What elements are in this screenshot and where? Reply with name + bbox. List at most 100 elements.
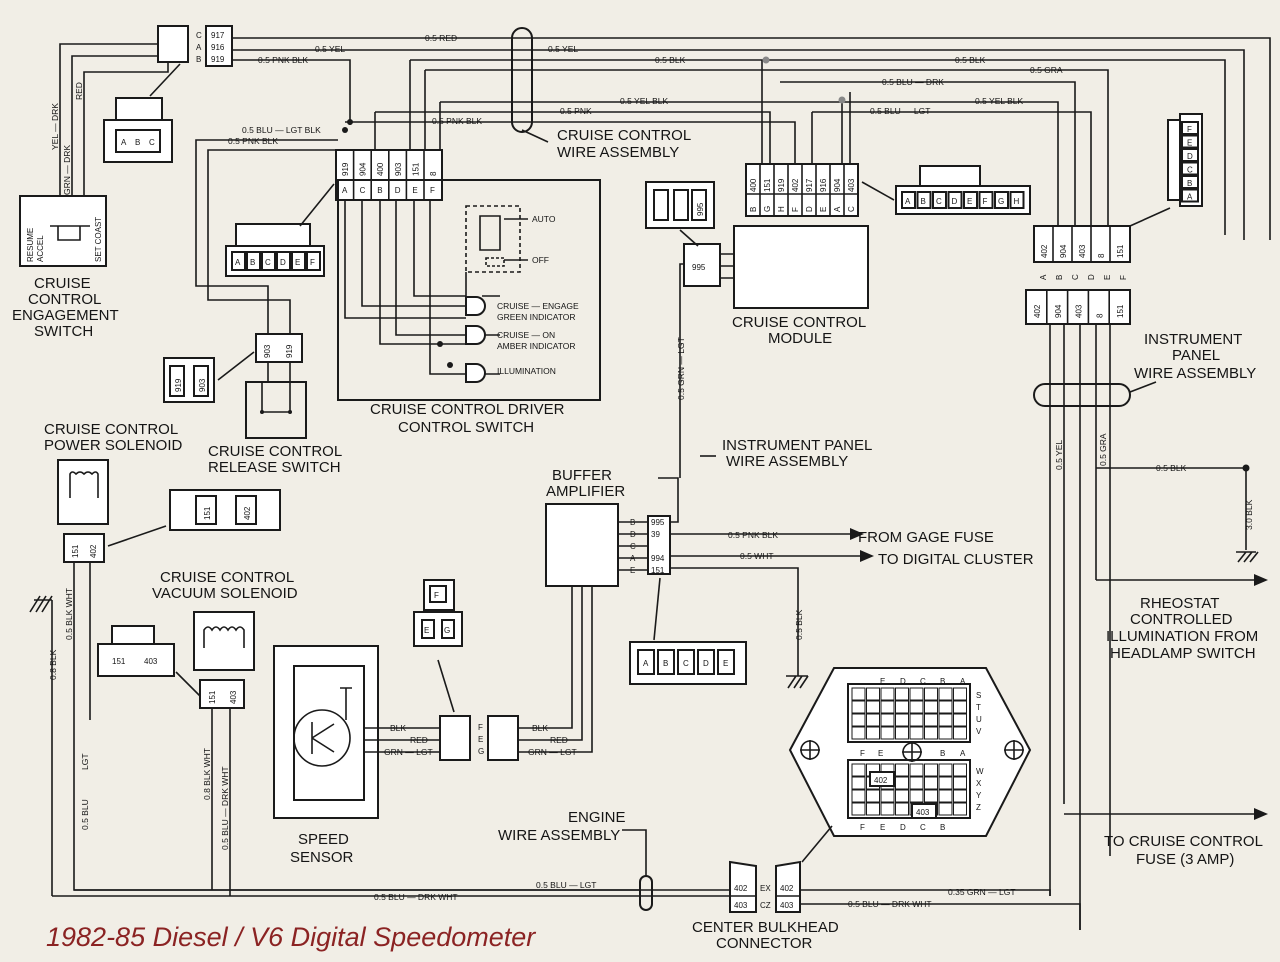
module-label: MODULE — [768, 330, 832, 347]
bulkhead-cell — [895, 700, 909, 714]
wire-label: 0.5 BLU — LGT BLK — [242, 125, 321, 135]
pin-letter: G — [998, 197, 1004, 206]
pin-letter: Z — [976, 803, 981, 812]
vacuum-solenoid-label: CRUISE CONTROL — [160, 569, 294, 586]
circuit-number: 39 — [651, 530, 660, 539]
pin-letter: C — [847, 206, 856, 212]
bulkhead-cell — [880, 802, 895, 816]
wire-label: 0.8 BLK — [48, 649, 58, 680]
power-solenoid-label: CRUISE CONTROL — [44, 421, 178, 438]
pin-letter: D — [395, 186, 401, 195]
circuit-number: 151 — [411, 162, 420, 176]
cc-fuse-label: FUSE (3 AMP) — [1136, 851, 1234, 868]
circuit-number: 904 — [1054, 304, 1063, 318]
pin-letter: A — [905, 197, 911, 206]
bulkhead-cell — [938, 700, 953, 714]
rheostat-label: ILLUMINATION FROM — [1106, 628, 1258, 645]
power-solenoid: 151 402 — [57, 459, 167, 563]
ip-wire-assembly-label: INSTRUMENT — [1144, 331, 1242, 348]
pin-letter: E — [819, 207, 828, 212]
pin-letter: E — [880, 823, 885, 832]
wire-label: 0.5 BLK — [1156, 463, 1187, 473]
plug-cell — [994, 191, 1009, 209]
switch-position-label: AUTO — [532, 214, 556, 224]
wire-assembly-clamp — [511, 27, 533, 133]
circuit-number: 916 — [819, 178, 828, 192]
bulkhead-cell — [851, 700, 866, 714]
pin-letter: Y — [976, 791, 982, 800]
bulkhead-label: CONNECTOR — [716, 935, 813, 952]
bulkhead-cell — [866, 687, 880, 701]
bulkhead-cell — [924, 726, 938, 740]
bulkhead-cell — [938, 713, 953, 727]
bulkhead-cell — [895, 763, 909, 777]
bulkhead-cell — [953, 763, 967, 777]
engine-wire-label: WIRE ASSEMBLY — [498, 827, 620, 844]
switch-position: RESUME — [26, 228, 35, 262]
pin-letter: D — [952, 197, 958, 206]
bulkhead-cell — [880, 700, 895, 714]
bulkhead-cell — [866, 789, 880, 803]
bulkhead-cell — [866, 700, 880, 714]
module-label: CRUISE CONTROL — [732, 314, 866, 331]
circuit-number: 919 — [341, 162, 350, 176]
plug-cell — [697, 649, 715, 675]
wire-label: GRN — DRK — [62, 145, 72, 195]
wire-label: 0.5 BLU — DRK — [882, 77, 944, 87]
bulkhead-cell — [909, 763, 924, 777]
plug-cell — [276, 251, 291, 271]
plug-cell — [947, 191, 963, 209]
circuit-number: 151 — [208, 690, 217, 704]
cc-wire-assembly-label: CRUISE CONTROL — [557, 127, 691, 144]
plug-cell — [677, 649, 695, 675]
bulkhead-cell — [895, 789, 909, 803]
pin-letter: B — [377, 186, 382, 195]
plug-cell — [1181, 175, 1199, 189]
circuit-number: 919 — [211, 55, 225, 64]
plug-cell — [1181, 134, 1199, 149]
bulkhead-cell — [938, 776, 953, 790]
pin-letter: D — [805, 206, 814, 212]
circuit-number: 919 — [777, 178, 786, 192]
bulkhead-cell — [851, 763, 866, 777]
indicator-label: CRUISE — ENGAGE — [497, 301, 579, 311]
circuit-number: 903 — [394, 162, 403, 176]
pin-letter: F — [860, 749, 865, 758]
circuit-number: 995 — [696, 202, 705, 216]
cc-fuse-label: TO CRUISE CONTROL — [1104, 833, 1263, 850]
switch-position: ACCEL — [36, 235, 45, 262]
pin-letter: G — [763, 206, 772, 212]
circuit-number: 151 — [763, 178, 772, 192]
wire-label: 0.5 GRN — LGT — [676, 337, 686, 400]
bulkhead-cell — [866, 802, 880, 816]
indicator-label: AMBER INDICATOR — [497, 341, 576, 351]
pin-letter: C — [683, 659, 689, 668]
power-solenoid-plug: 151 402 — [169, 489, 281, 531]
plug-cell — [231, 251, 246, 271]
bulkhead-terminals: 402 403 EX CZ 402 403 — [729, 825, 833, 913]
bulkhead-cell — [880, 687, 895, 701]
wire-label: 0.5 BLU — LGT — [536, 880, 596, 890]
pin-letter: D — [280, 258, 286, 267]
pin-letter: C — [265, 258, 271, 267]
circuit-number: 151 — [1116, 244, 1125, 258]
circuit-number: 400 — [749, 178, 758, 192]
wire-label: RED — [74, 82, 84, 100]
bulkhead-cell — [924, 700, 938, 714]
pin-letter: E — [878, 749, 883, 758]
pin-letter: B — [940, 823, 945, 832]
rheostat-label: CONTROLLED — [1130, 611, 1233, 628]
circuit-number: 402 — [1040, 244, 1049, 258]
bulkhead-cell — [953, 687, 967, 701]
plug-cell — [978, 191, 994, 209]
pin-letter: E — [412, 186, 417, 195]
indicator-label: CRUISE — ON — [497, 330, 555, 340]
bulkhead-cell — [851, 802, 866, 816]
pin-letter: E — [1103, 275, 1112, 280]
buffer-amp-label: BUFFER — [552, 467, 612, 484]
